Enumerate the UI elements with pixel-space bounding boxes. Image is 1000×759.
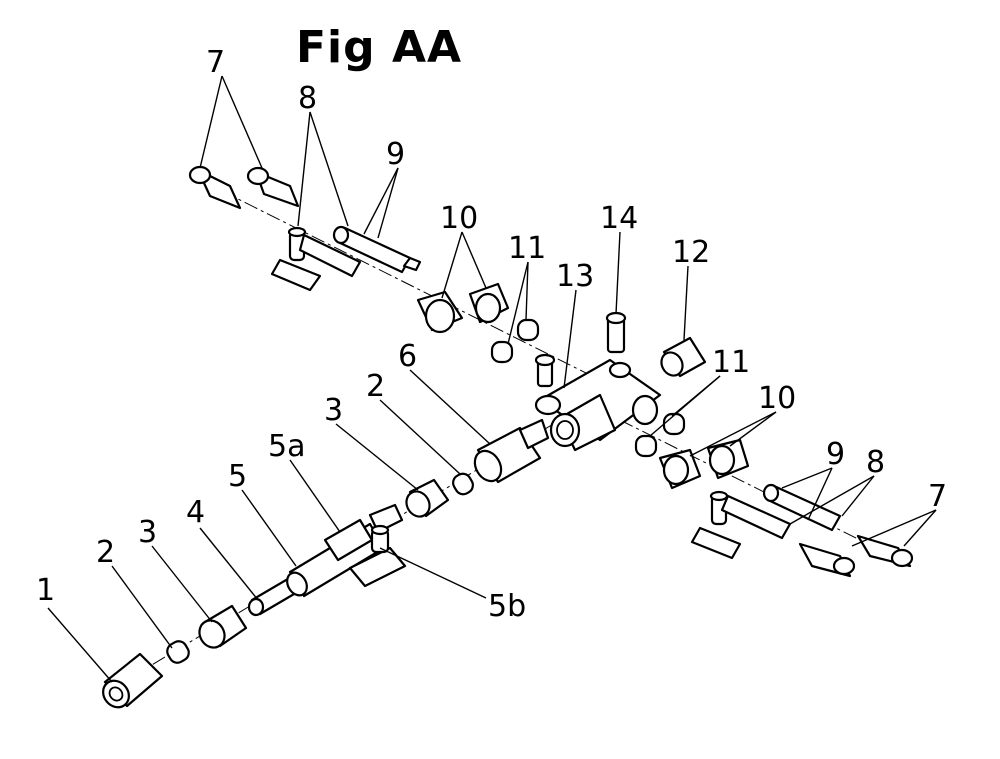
part-13-bolt [534,353,556,388]
callout-5a: 5a [268,429,305,464]
part-10-nut-upper-b [468,282,510,324]
part-14-screw [605,311,627,354]
callout-7-upper: 7 [206,45,225,80]
part-12-plug [660,336,707,378]
part-11-ring-upper-b [490,340,514,364]
part-10-nut-lower-b [658,448,702,490]
part-7-fitting-lower-left [798,542,856,578]
callout-11-upper: 11 [508,231,546,266]
callout-9-lower: 9 [826,437,845,472]
callout-8-upper: 8 [298,81,317,116]
part-5b-bracket-screw [348,524,407,588]
callout-3-upper: 3 [324,393,343,428]
part-13-cross-block [534,358,662,452]
callout-12: 12 [672,235,710,270]
callout-13: 13 [556,259,594,294]
callout-8-lower: 8 [866,445,885,480]
part-9-tube-upper [332,225,422,274]
part-3-nut [198,604,248,649]
part-2-ferrule-upper [452,472,474,496]
part-8-clamp-lower [690,490,792,560]
callout-10-upper: 10 [440,201,478,236]
part-6-adapter [473,418,550,484]
part-10-nut-lower-a [706,438,750,480]
callout-3: 3 [138,515,157,550]
callout-9-upper: 9 [386,137,405,172]
part-8-clamp-upper [270,226,362,292]
part-10-nut-upper-a [416,290,464,334]
part-1-hex-cap [102,652,164,709]
callout-5: 5 [228,459,247,494]
part-11-ring-lower-b [634,434,658,458]
part-11-ring-lower-a [662,412,686,436]
part-3-nut-upper [405,478,450,518]
callout-10-lower: 10 [758,381,796,416]
figure-title: Fig AA [296,22,463,73]
part-9-tube-lower [762,483,842,532]
callout-5b: 5b [488,589,526,624]
callout-6: 6 [398,339,417,374]
callout-7-lower: 7 [928,479,947,514]
callout-2: 2 [96,535,115,570]
callout-11-lower: 11 [712,345,750,380]
part-7-fitting-right [246,166,300,208]
callout-2-upper: 2 [366,369,385,404]
part-2-ferrule [166,640,190,664]
callouts: 1 2 3 4 5 5a 5b 3 2 6 7 8 9 10 11 12 13 … [36,45,947,624]
leader-lines [47,75,937,683]
part-11-ring-upper-a [516,318,540,342]
callout-1: 1 [36,573,55,608]
part-7-fitting-lower-right [856,534,914,568]
callout-14: 14 [600,201,638,236]
callout-4: 4 [186,495,205,530]
part-7-fitting-left [188,165,242,210]
